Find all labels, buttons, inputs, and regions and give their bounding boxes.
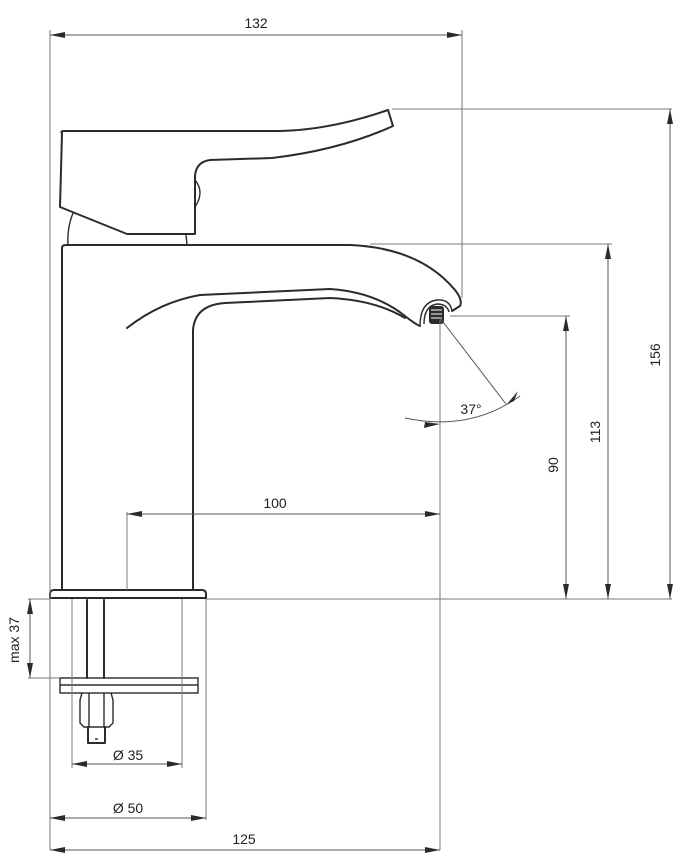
dim-label-dia-50: Ø 50	[113, 800, 144, 816]
dim-total-height: 156	[647, 109, 673, 599]
lever-handle	[59, 109, 394, 235]
dim-base-to-aerator: 125	[50, 831, 440, 853]
tap-body	[61, 244, 462, 591]
aerator	[419, 299, 453, 327]
cartridge-cap	[67, 212, 74, 246]
dim-spout-reach: 100	[127, 495, 440, 517]
fixing-nut	[79, 692, 114, 728]
dimension-lines: 132 156 113 90 37°	[6, 15, 673, 853]
rod-end	[87, 726, 106, 744]
dim-aerator-height: 90	[545, 316, 569, 599]
dim-label-132: 132	[244, 15, 268, 31]
dim-label-90: 90	[545, 457, 561, 473]
dim-spout-top-height: 113	[587, 244, 611, 599]
dim-label-dia-35: Ø 35	[113, 747, 144, 763]
dim-base-diameter: Ø 50	[50, 800, 206, 821]
dim-label-156: 156	[647, 343, 663, 367]
dim-label-113: 113	[587, 421, 603, 444]
dim-label-37-degrees: 37°	[460, 401, 481, 417]
base-plate	[49, 589, 207, 599]
dim-max-counter-thickness: max 37	[6, 599, 33, 678]
dim-aerator-angle: 37°	[404, 317, 521, 428]
tap-outline	[49, 109, 462, 599]
cartridge-cap-right	[185, 233, 188, 246]
dim-label-max-37: max 37	[6, 617, 22, 663]
spout-underside	[126, 288, 421, 329]
dim-overall-width: 132	[50, 15, 462, 38]
dim-label-100: 100	[263, 495, 287, 511]
mounting-hardware	[59, 599, 199, 744]
handle-bump	[194, 179, 201, 208]
spout-inner-line	[192, 297, 406, 591]
dim-label-125: 125	[232, 831, 256, 847]
dim-mounting-hole-diameter: Ø 35	[72, 747, 182, 767]
